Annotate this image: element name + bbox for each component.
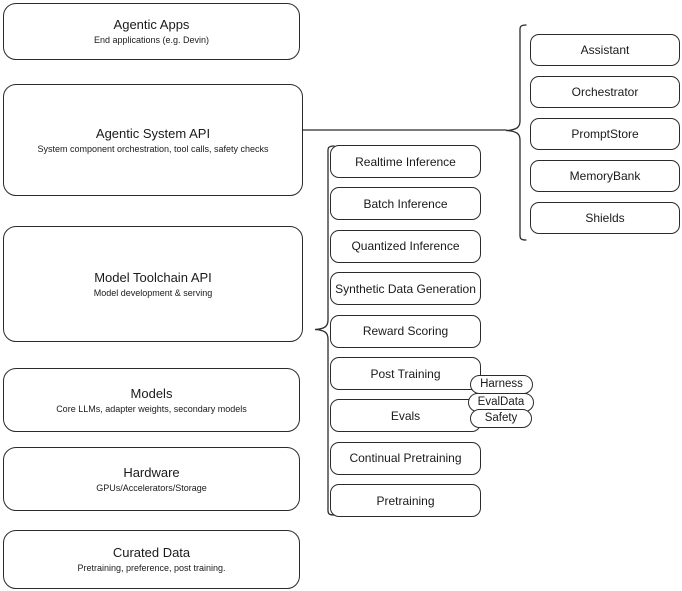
layer-title: Models bbox=[130, 385, 173, 401]
layer-subtitle: End applications (e.g. Devin) bbox=[93, 35, 210, 45]
layer-box[interactable]: Agentic Apps End applications (e.g. Devi… bbox=[3, 3, 300, 60]
layer-subtitle: System component orchestration, tool cal… bbox=[37, 143, 269, 154]
system-component[interactable]: PromptStore bbox=[530, 118, 680, 150]
system-component[interactable]: Assistant bbox=[530, 34, 680, 66]
toolchain-item[interactable]: Continual Pretraining bbox=[330, 441, 481, 475]
toolchain-item[interactable]: Reward Scoring bbox=[330, 314, 481, 348]
evals-pill[interactable]: Harness bbox=[470, 375, 533, 394]
layer-title: Hardware bbox=[123, 464, 180, 480]
layer-box[interactable]: Model Toolchain API Model development & … bbox=[3, 226, 303, 342]
layer-title: Curated Data bbox=[112, 545, 191, 560]
toolchain-item[interactable]: Pretraining bbox=[330, 484, 481, 518]
layer-title: Model Toolchain API bbox=[94, 269, 212, 285]
layer-box[interactable]: Curated Data Pretraining, preference, po… bbox=[3, 530, 300, 589]
toolchain-item[interactable]: Synthetic Data Generation bbox=[330, 272, 481, 306]
layer-title: Agentic System API bbox=[95, 125, 211, 141]
layer-subtitle: Pretraining, preference, post training. bbox=[77, 563, 226, 573]
system-api-brace bbox=[505, 24, 527, 241]
layer-box[interactable]: Hardware GPUs/Accelerators/Storage bbox=[3, 447, 300, 511]
system-component[interactable]: MemoryBank bbox=[530, 160, 680, 192]
layer-subtitle: Model development & serving bbox=[93, 287, 213, 298]
layer-subtitle: Core LLMs, adapter weights, secondary mo… bbox=[56, 403, 247, 414]
layer-box[interactable]: Agentic System API System component orch… bbox=[3, 84, 303, 196]
toolchain-item[interactable]: Post Training bbox=[330, 357, 481, 390]
system-component[interactable]: Orchestrator bbox=[530, 76, 680, 108]
layer-subtitle: GPUs/Accelerators/Storage bbox=[96, 482, 207, 493]
evals-pill[interactable]: Safety bbox=[470, 409, 532, 428]
layer-title: Agentic Apps bbox=[113, 17, 190, 32]
toolchain-item[interactable]: Batch Inference bbox=[330, 187, 481, 221]
layer-box[interactable]: Models Core LLMs, adapter weights, secon… bbox=[3, 368, 300, 432]
system-component[interactable]: Shields bbox=[530, 202, 680, 234]
toolchain-item[interactable]: Quantized Inference bbox=[330, 229, 481, 263]
toolchain-item[interactable]: Evals bbox=[330, 399, 481, 433]
toolchain-item[interactable]: Realtime Inference bbox=[330, 145, 481, 178]
